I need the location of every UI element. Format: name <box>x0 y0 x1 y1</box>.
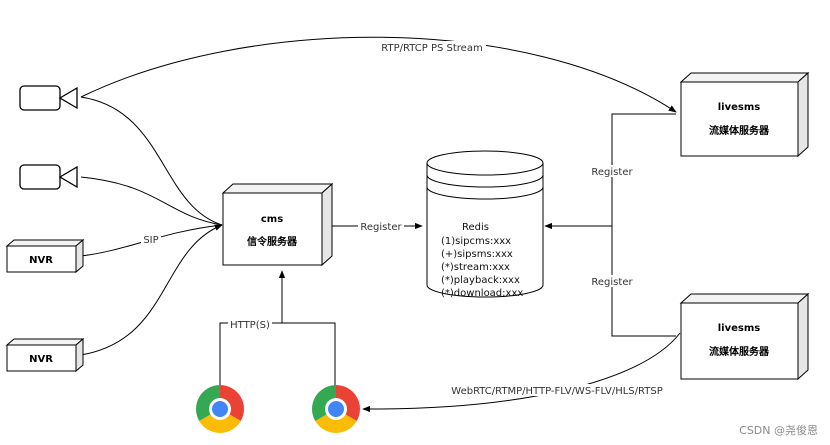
livesms-bottom-register-label: Register <box>591 277 633 288</box>
redis-cylinder: Redis (1)sipcms:xxx (+)sipsms:xxx (*)str… <box>426 150 544 299</box>
sip-label: SIP <box>143 235 158 246</box>
redis-line: (*)download:xxx <box>441 288 523 299</box>
livesms-bottom-subtitle: 流媒体服务器 <box>709 345 770 358</box>
redis-line: (+)sipsms:xxx <box>441 249 513 260</box>
webrtc-label: WebRTC/RTMP/HTTP-FLV/WS-FLV/HLS/RTSP <box>451 386 662 397</box>
livesms-bottom-box: livesms 流媒体服务器 <box>679 292 810 381</box>
rtp-stream-label: RTP/RTCP PS Stream <box>381 43 482 54</box>
chrome-icon <box>312 385 360 433</box>
nvr-box-2: NVR <box>5 337 85 373</box>
camera-icon <box>19 164 78 190</box>
livesms-top-name: livesms <box>718 102 761 113</box>
redis-line: (1)sipcms:xxx <box>441 236 511 247</box>
livesms-bottom-name: livesms <box>718 323 761 334</box>
livesms-redis-connector <box>611 113 676 337</box>
cms-name: cms <box>261 214 283 225</box>
cms-subtitle: 信令服务器 <box>247 235 298 248</box>
webrtc-connector <box>362 332 681 413</box>
watermark-text: CSDN @尧俊恩 <box>739 423 818 437</box>
chrome-icon <box>196 385 244 433</box>
nvr-box-1: NVR <box>5 238 85 274</box>
redis-line: (*)stream:xxx <box>441 262 510 273</box>
redis-line: (*)playback:xxx <box>441 275 520 286</box>
camera1-sip-connector <box>80 96 223 226</box>
camera2-sip-connector <box>80 176 223 226</box>
cms-register-label: Register <box>360 222 402 233</box>
nvr-label: NVR <box>29 354 53 365</box>
nvr-label: NVR <box>29 255 53 266</box>
livesms-top-register-label: Register <box>591 167 633 178</box>
redis-title: Redis <box>462 222 489 233</box>
livesms-top-subtitle: 流媒体服务器 <box>709 124 770 137</box>
livesms-top-box: livesms 流媒体服务器 <box>679 71 810 158</box>
camera-icon <box>19 85 78 111</box>
nvr2-sip-connector <box>80 224 223 356</box>
http-connector <box>219 322 336 390</box>
http-label: HTTP(S) <box>230 320 270 331</box>
rtp-stream-connector <box>80 36 677 113</box>
cms-server-box: cms 信令服务器 <box>221 182 334 267</box>
